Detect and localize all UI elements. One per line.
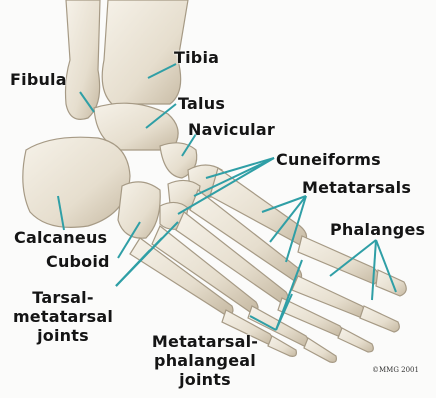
label-cuneiforms: Cuneiforms [276, 150, 381, 169]
copyright-text: ©MMG 2001 [372, 366, 419, 374]
label-metatarsals: Metatarsals [302, 178, 411, 197]
label-navicular: Navicular [188, 120, 275, 139]
label-tibia: Tibia [174, 48, 219, 67]
mtp-joints-line-1: Metatarsal- [130, 332, 280, 351]
label-tarsal-metatarsal-joints: Tarsal- metatarsal joints [8, 288, 118, 345]
phalanx-big-toe-1 [298, 236, 379, 284]
mtp-joints-line-3: joints [130, 370, 280, 389]
mtp-joints-line-2: phalangeal [130, 351, 280, 370]
label-cuboid: Cuboid [46, 252, 110, 271]
label-calcaneus: Calcaneus [14, 228, 107, 247]
label-phalanges: Phalanges [330, 220, 425, 239]
label-talus: Talus [178, 94, 225, 113]
phalanx-toe-2b [360, 306, 399, 332]
tarsal-joints-line-1: Tarsal- [8, 288, 118, 307]
tarsal-joints-line-2: metatarsal [8, 307, 118, 326]
metatarsal-1 [210, 168, 307, 246]
label-metatarsal-phalangeal-joints: Metatarsal- phalangeal joints [130, 332, 280, 389]
tarsal-joints-line-3: joints [8, 326, 118, 345]
label-fibula: Fibula [10, 70, 67, 89]
calcaneus-bone [23, 137, 130, 227]
phalanx-big-toe-2 [376, 270, 406, 296]
cuboid-bone [118, 182, 160, 238]
phalanx-toe-3b [338, 328, 373, 352]
fibula-bone [66, 0, 101, 119]
phalanx-toe-4b [304, 338, 336, 362]
